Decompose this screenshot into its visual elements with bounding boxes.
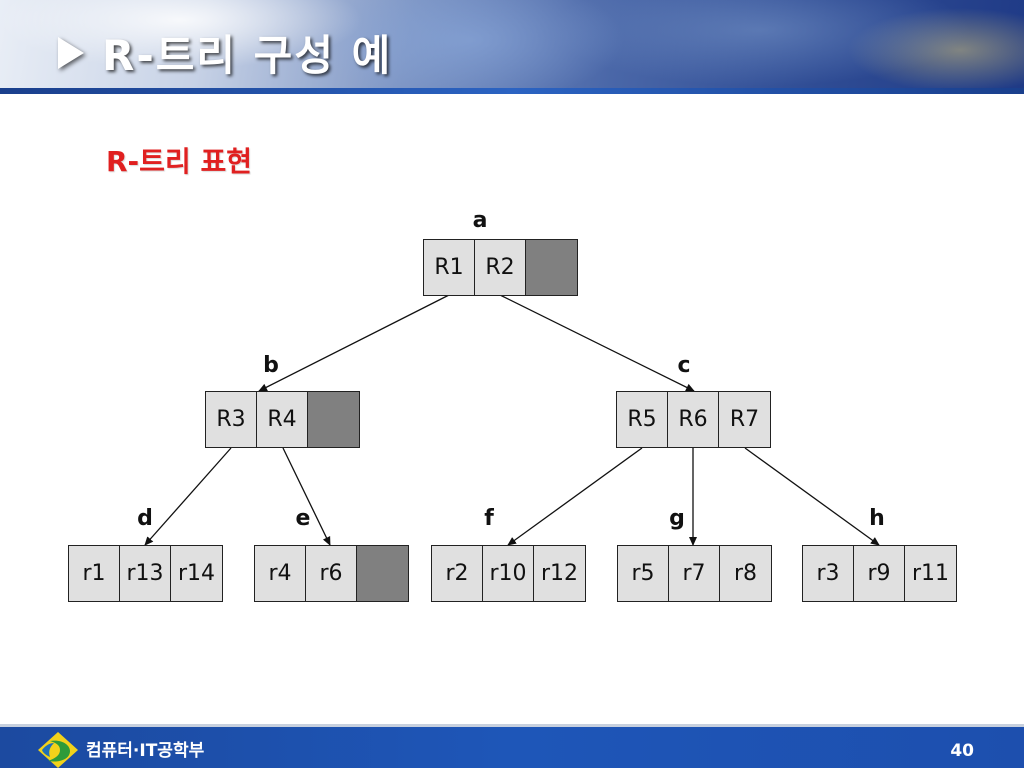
node-label-h: h	[869, 506, 885, 531]
node-entry: r14	[171, 546, 222, 601]
slide-title: R-트리 구성 예	[102, 31, 393, 80]
node-entry: r1	[69, 546, 120, 601]
title-row: R-트리 구성 예	[58, 22, 392, 83]
tree-node-g: r5 r7 r8	[617, 545, 772, 602]
edge-c-f	[507, 447, 643, 546]
node-entry: R5	[617, 392, 668, 447]
node-label-e: e	[295, 506, 311, 531]
node-entry: r12	[534, 546, 585, 601]
empty-entry	[357, 546, 408, 601]
node-label-c: c	[677, 353, 691, 378]
node-label-f: f	[484, 506, 494, 531]
node-entry: R1	[424, 240, 475, 295]
tree-node-e: r4 r6	[254, 545, 409, 602]
edge-b-e	[282, 447, 331, 546]
tree-node-c: R5 R6 R7	[616, 391, 771, 448]
play-arrow-icon	[58, 36, 84, 69]
node-label-b: b	[263, 353, 279, 378]
node-label-a: a	[472, 208, 488, 233]
node-entry: R2	[475, 240, 526, 295]
node-entry: r5	[618, 546, 669, 601]
node-label-d: d	[137, 506, 153, 531]
footer-department: 컴퓨터·IT공학부	[86, 741, 205, 761]
node-entry: R3	[206, 392, 257, 447]
slide-subtitle: R-트리 표현	[106, 145, 252, 178]
edge-a-b	[258, 294, 450, 392]
node-entry: r2	[432, 546, 483, 601]
page-number: 40	[950, 741, 974, 761]
node-entry: r11	[905, 546, 956, 601]
node-entry: r9	[854, 546, 905, 601]
edge-a-c	[499, 294, 695, 392]
node-entry: r3	[803, 546, 854, 601]
empty-entry	[526, 240, 577, 295]
node-entry: R7	[719, 392, 770, 447]
tree-node-b: R3 R4	[205, 391, 360, 448]
node-entry: r4	[255, 546, 306, 601]
node-entry: r8	[720, 546, 771, 601]
header-banner: R-트리 구성 예	[0, 0, 1024, 94]
node-entry: r10	[483, 546, 534, 601]
node-entry: r13	[120, 546, 171, 601]
node-entry: r7	[669, 546, 720, 601]
tree-node-h: r3 r9 r11	[802, 545, 957, 602]
empty-entry	[308, 392, 359, 447]
node-entry: R4	[257, 392, 308, 447]
footer-bar: 컴퓨터·IT공학부 40	[0, 724, 1024, 768]
node-entry: R6	[668, 392, 719, 447]
tree-node-a: R1 R2	[423, 239, 578, 296]
node-entry: r6	[306, 546, 357, 601]
edge-b-d	[144, 447, 232, 546]
tree-node-d: r1 r13 r14	[68, 545, 223, 602]
department-logo-icon	[38, 732, 78, 768]
edge-c-h	[744, 447, 880, 546]
tree-node-f: r2 r10 r12	[431, 545, 586, 602]
node-label-g: g	[669, 506, 685, 531]
